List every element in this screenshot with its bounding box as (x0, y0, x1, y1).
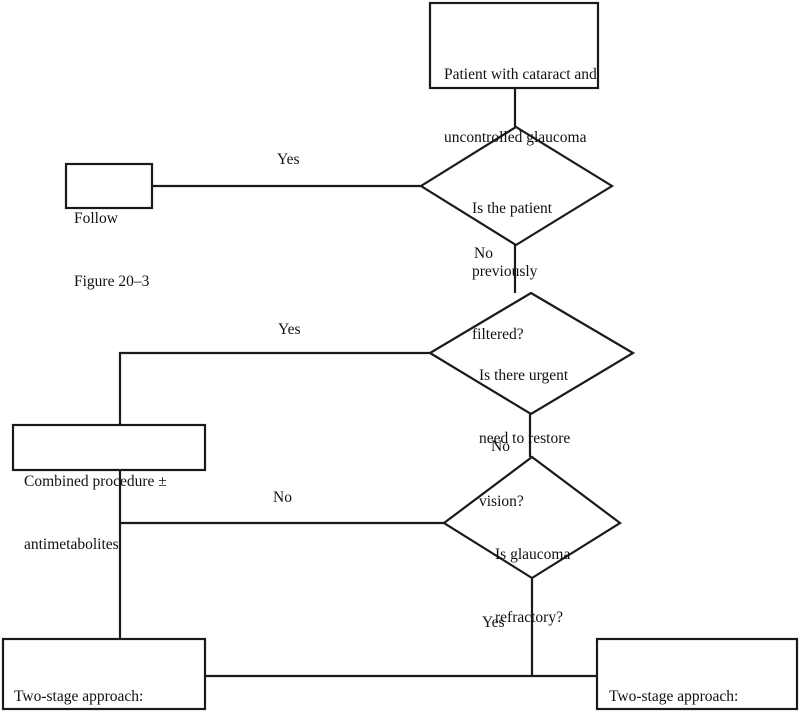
node-decision-urgent-diamond (427, 291, 636, 416)
edge-label-urgent-no: No (491, 438, 510, 455)
edge-label-refractory-no: No (273, 489, 292, 506)
node-filtered-line1: Is the patient (472, 200, 553, 217)
node-decision-refractory-diamond (442, 455, 622, 580)
node-start-line2: uncontrolled glaucoma (444, 129, 587, 146)
node-decision-filtered-diamond (418, 125, 615, 247)
node-refractory-line2: refractory? (495, 609, 563, 626)
node-combined-line2: antimetabolites (24, 536, 119, 553)
node-follow-line2: Figure 20–3 (74, 273, 150, 290)
node-start-line1: Patient with cataract and (444, 66, 597, 83)
edge-label-filtered-no: No (474, 245, 493, 262)
node-two-stage-right-heading: Two-stage approach: (609, 688, 739, 705)
node-two-stage-left-box (1, 637, 207, 711)
node-urgent-line1: Is there urgent (479, 367, 569, 384)
node-combined-line1: Combined procedure ± (24, 473, 167, 490)
node-combined-procedure-box (11, 423, 207, 472)
edge-label-refractory-yes: Yes (482, 614, 505, 631)
node-follow-figure-label: Follow Figure 20–3 (74, 166, 164, 334)
node-follow-line1: Follow (74, 210, 118, 227)
node-start-label: Patient with cataract and uncontrolled g… (444, 22, 604, 190)
node-filtered-line3: filtered? (472, 326, 524, 343)
edge-label-filtered-yes: Yes (277, 151, 300, 168)
node-decision-filtered-label: Is the patient previously filtered? (472, 156, 602, 387)
node-two-stage-right-label: Two-stage approach: 1.Cataract surgery 2… (609, 644, 799, 716)
node-follow-figure-box (64, 162, 154, 210)
node-two-stage-right-box (595, 637, 799, 711)
edge-label-urgent-yes: Yes (278, 321, 301, 338)
node-filtered-line2: previously (472, 263, 538, 280)
node-start-box (428, 1, 600, 90)
node-decision-refractory-label: Is glaucoma refractory? (495, 502, 625, 670)
node-two-stage-left-heading: Two-stage approach: (14, 688, 144, 705)
node-urgent-line3: vision? (479, 493, 524, 510)
node-urgent-line2: need to restore (479, 430, 571, 447)
node-two-stage-left-label: Two-stage approach: 1.Filter ± antimetab… (14, 644, 209, 716)
node-decision-urgent-label: Is there urgent need to restore vision? (479, 323, 629, 554)
node-refractory-line1: Is glaucoma (495, 546, 571, 563)
node-combined-procedure-label: Combined procedure ± antimetabolites (24, 429, 209, 597)
edge-urgent-yes-to-combined (118, 351, 430, 425)
